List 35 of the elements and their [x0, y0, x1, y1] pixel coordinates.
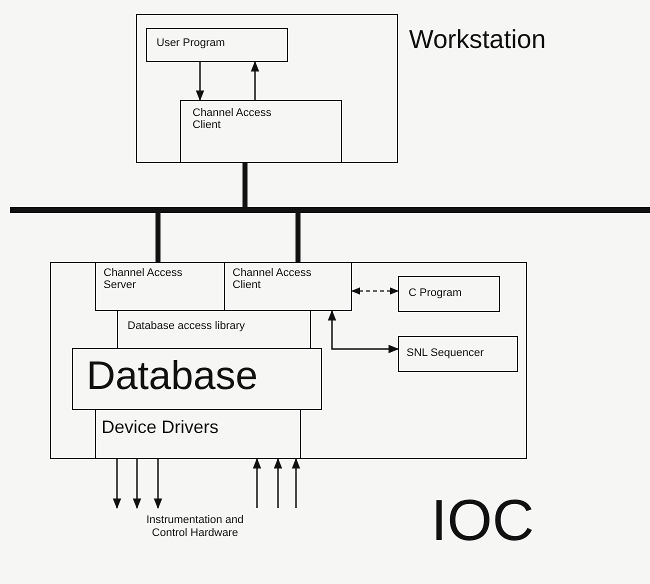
- database-box: [72, 348, 322, 410]
- heading: IOC: [431, 488, 534, 555]
- bus-link: [156, 213, 160, 262]
- bus-link: [242, 163, 248, 207]
- box-label: Database access library: [128, 320, 245, 332]
- arrow: [328, 310, 400, 354]
- box-label: Database: [86, 352, 258, 398]
- arrow: [196, 62, 204, 102]
- process-box: [180, 100, 342, 162]
- arrow: [351, 287, 399, 295]
- hardware-label: Instrumentation and Control Hardware: [145, 514, 245, 540]
- arrow: [154, 459, 162, 510]
- arrow: [250, 60, 260, 100]
- box-label: C Program: [408, 286, 462, 300]
- box-label: Channel Access Server: [104, 266, 184, 292]
- process-box: [146, 28, 288, 62]
- bus-link: [296, 213, 300, 262]
- driver-box: [94, 408, 300, 458]
- box-label: SNL Sequencer: [406, 346, 484, 360]
- library-band: [116, 310, 310, 348]
- process-box: [398, 336, 518, 372]
- network-bus: [10, 207, 650, 213]
- arrow: [132, 459, 142, 510]
- process-box: [398, 276, 500, 312]
- box-label: User Program: [156, 36, 225, 50]
- box-label: Channel Access Client: [232, 266, 312, 292]
- process-box: [224, 262, 352, 310]
- box-label: Device Drivers: [102, 416, 219, 438]
- box-label: Channel Access Client: [192, 106, 272, 132]
- arrow: [292, 458, 300, 508]
- arrow: [112, 459, 122, 510]
- process-box: [94, 262, 224, 310]
- arrow: [274, 458, 282, 508]
- arrow: [252, 458, 262, 508]
- heading: Workstation: [409, 25, 546, 55]
